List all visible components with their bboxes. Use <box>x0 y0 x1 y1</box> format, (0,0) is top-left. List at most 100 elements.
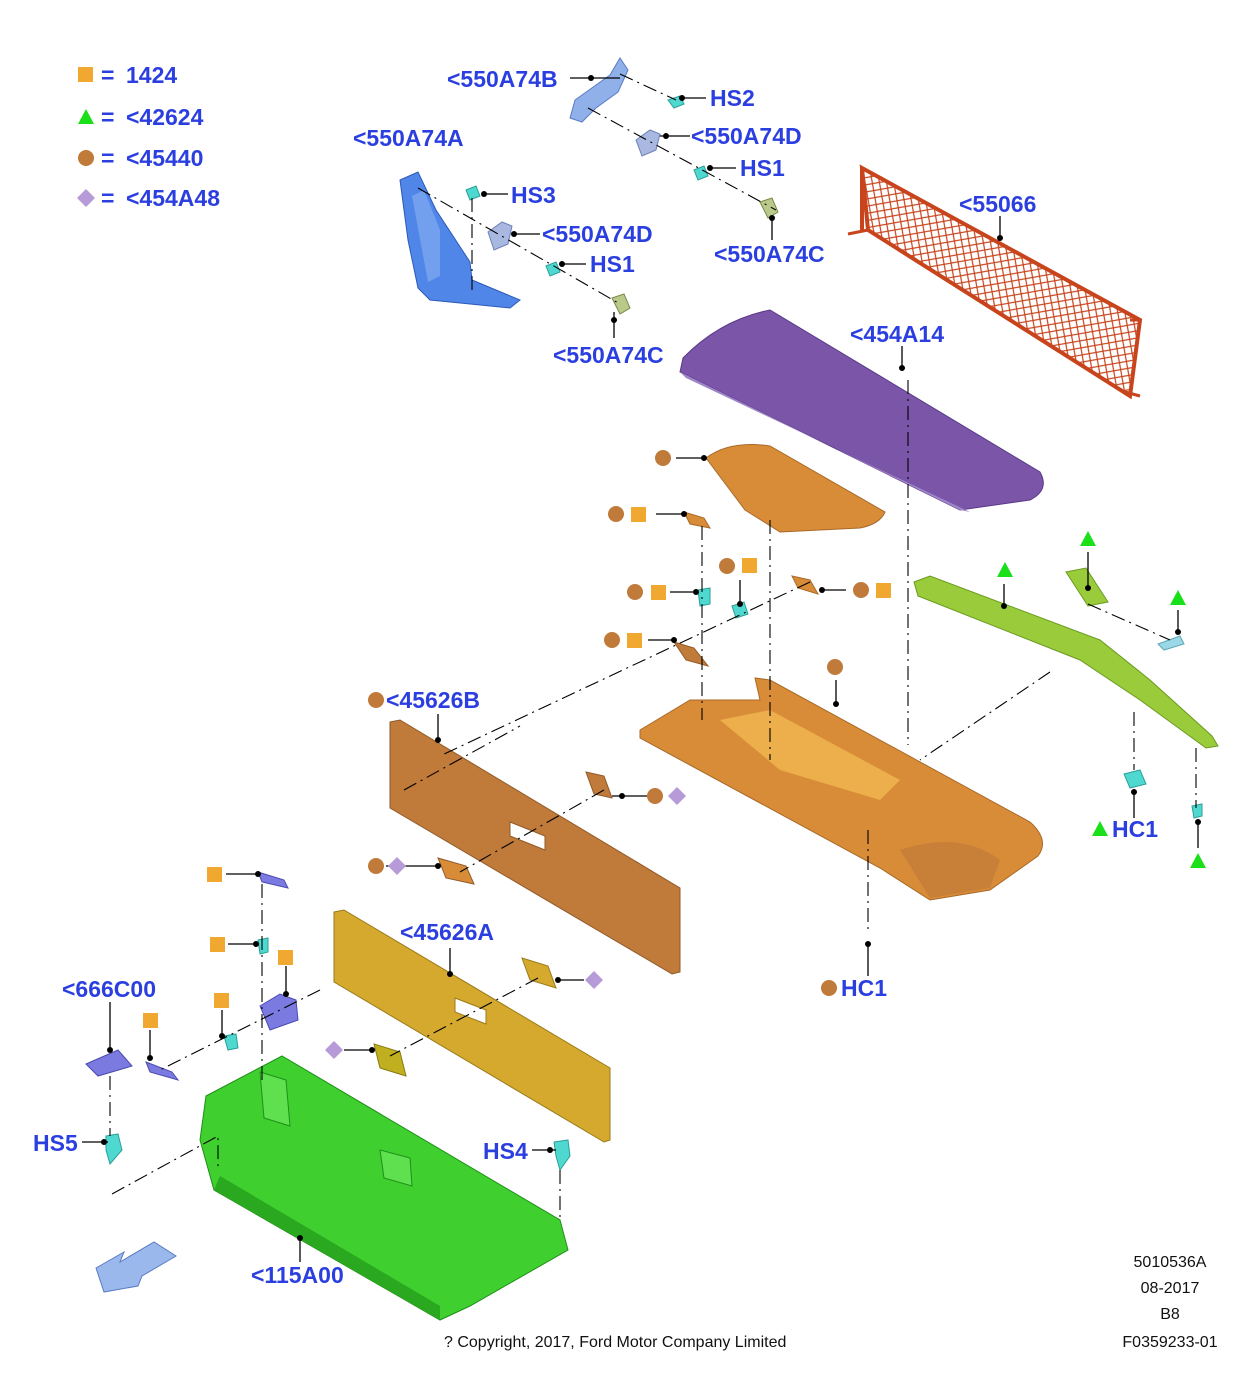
screw-cyan-left-2 <box>223 1033 239 1051</box>
footer-date: 08-2017 <box>1141 1280 1200 1297</box>
handle-blue-top <box>257 871 289 889</box>
cover-45440-top <box>705 444 886 533</box>
symbol-diamond <box>585 971 603 989</box>
legend-eq: = <box>101 104 114 130</box>
symbol-square <box>651 585 666 600</box>
panel-45626A <box>333 909 611 1143</box>
symbol-circle <box>821 980 837 996</box>
symbol-circle <box>368 692 384 708</box>
symbol-circle <box>627 584 643 600</box>
label-550A74C-mid: <550A74C <box>553 342 664 368</box>
symbol-circle <box>655 450 671 466</box>
symbol-circle <box>604 632 620 648</box>
bezel-45626B-a <box>585 771 613 799</box>
legend-eq: = <box>101 145 114 171</box>
trim-rail-green <box>913 567 1219 749</box>
clip-550A74D-mid <box>487 221 513 251</box>
clip-cyan-right-top <box>1157 635 1185 651</box>
label-454A14: <454A14 <box>850 321 944 347</box>
screw-cyan-1 <box>697 587 711 607</box>
screw-cyan-left-1 <box>257 937 269 955</box>
label-45626A: <45626A <box>400 919 494 945</box>
symbol-circle <box>719 558 735 574</box>
label-550A74A: <550A74A <box>353 125 464 151</box>
symbol-square <box>631 507 646 522</box>
bracket-550A74B <box>569 57 629 123</box>
label-115A00: <115A00 <box>251 1262 344 1288</box>
legend-diamond-symbol <box>77 189 95 207</box>
symbol-diamond <box>668 787 686 805</box>
label-55066: <55066 <box>959 191 1036 217</box>
assembly-lines <box>109 73 1197 1218</box>
screw-hs1-mid <box>545 261 561 277</box>
legend-eq: = <box>101 185 114 211</box>
panel-45626B <box>389 719 681 975</box>
bezel-45626B-b <box>437 857 475 885</box>
clip-550A74C-top <box>759 197 779 219</box>
symbol-circle <box>853 582 869 598</box>
legend-triangle-symbol <box>78 109 94 124</box>
clip-hc1-right <box>1123 769 1147 789</box>
clip-550A74C-mid <box>611 293 631 315</box>
symbol-circle <box>827 659 843 675</box>
clip-brown-2 <box>791 575 820 595</box>
label-550A74C-top: <550A74C <box>714 241 825 267</box>
handle-blue-low <box>145 1061 180 1081</box>
footer: 5010536A 08-2017 B8 F0359233-01 ? Copyri… <box>444 1254 1218 1351</box>
legend-square-symbol <box>78 67 93 82</box>
symbol-square <box>876 583 891 598</box>
legend-eq: = <box>101 62 114 88</box>
footer-code: 5010536A <box>1134 1254 1207 1271</box>
label-550A74D-top: <550A74D <box>691 123 802 149</box>
symbol-square <box>214 993 229 1008</box>
label-hs1-mid: HS1 <box>590 251 635 277</box>
label-45626B: <45626B <box>386 687 480 713</box>
screw-hs5 <box>105 1133 123 1166</box>
screw-hs3 <box>465 185 481 201</box>
symbol-circle <box>368 858 384 874</box>
part-labels: <550A74B HS2 <550A74D HS1 <550A74C <550A… <box>33 66 1158 1288</box>
clip-brown-3 <box>672 641 710 667</box>
storage-box-115A00 <box>199 1055 569 1321</box>
clip-brown-1 <box>683 511 712 529</box>
legend-code-42624: <42624 <box>126 104 204 130</box>
symbol-triangle <box>1092 821 1108 836</box>
symbol-square <box>627 633 642 648</box>
symbol-circle <box>647 788 663 804</box>
symbol-square <box>143 1013 158 1028</box>
trim-tray <box>639 677 1043 901</box>
clip-cyan-right-small <box>1191 803 1203 819</box>
symbol-triangle <box>1080 531 1096 546</box>
label-hc1-bottom: HC1 <box>841 975 887 1001</box>
symbol-circle <box>608 506 624 522</box>
symbol-square <box>742 558 757 573</box>
screw-hs4 <box>553 1139 571 1172</box>
shelf-454A14 <box>679 309 1044 512</box>
legend-circle-symbol <box>78 150 94 166</box>
label-hs4: HS4 <box>483 1138 528 1164</box>
symbol-diamond <box>325 1041 343 1059</box>
label-550A74D-mid: <550A74D <box>542 221 653 247</box>
symbol-square <box>210 937 225 952</box>
label-hs5: HS5 <box>33 1130 78 1156</box>
symbol-square <box>278 950 293 965</box>
cover-666C00 <box>85 1049 133 1077</box>
symbol-triangle <box>997 562 1013 577</box>
label-666C00: <666C00 <box>62 976 156 1002</box>
bezel-45626A-a <box>521 957 557 989</box>
clip-550A74D-top <box>635 129 661 157</box>
label-550A74B: <550A74B <box>447 66 558 92</box>
legend-code-454A48: <454A48 <box>126 185 220 211</box>
footer-copyright: ? Copyright, 2017, Ford Motor Company Li… <box>444 1334 786 1351</box>
symbol-square <box>207 867 222 882</box>
symbol-triangle <box>1170 590 1186 605</box>
bezel-45626A-b <box>373 1043 407 1077</box>
symbol-triangle <box>1190 853 1206 868</box>
label-hs2: HS2 <box>710 85 755 111</box>
footer-variant: B8 <box>1160 1306 1180 1323</box>
cargo-net-55066 <box>847 164 1143 400</box>
label-hc1-right: HC1 <box>1112 816 1158 842</box>
bracket-550A74A <box>399 171 521 309</box>
callout-symbols <box>143 450 1206 1059</box>
